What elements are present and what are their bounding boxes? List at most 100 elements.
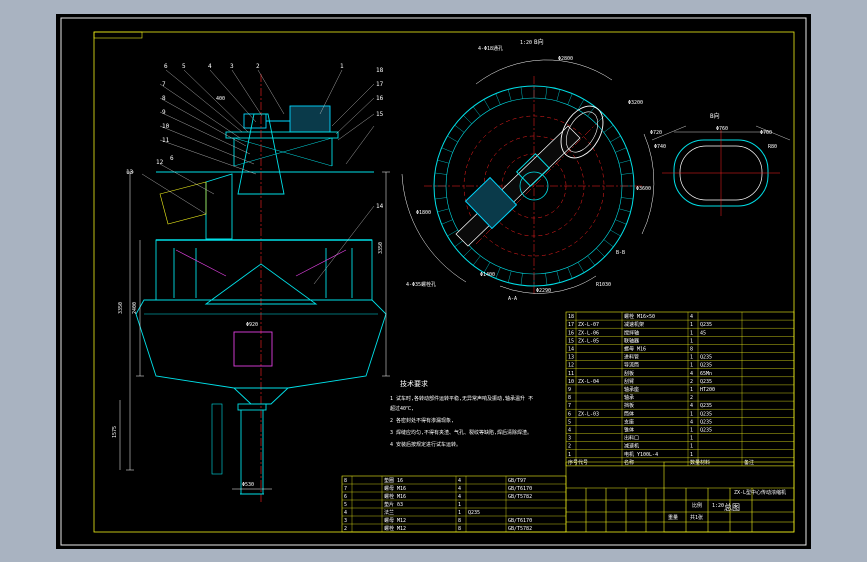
- annotation: B-B: [616, 250, 625, 256]
- annotation: Φ3200: [628, 100, 643, 106]
- radial-tick: [472, 255, 481, 266]
- table-cell: 1: [690, 436, 693, 442]
- annotation: Φ2290: [536, 288, 551, 294]
- table-cell: 15: [568, 338, 574, 344]
- table-cell: 65Mn: [700, 371, 712, 377]
- table-cell: 螺栓 M16×50: [624, 313, 655, 320]
- flange-dim: Φ530: [242, 482, 254, 488]
- table-cell: Q235: [700, 355, 712, 361]
- top-view: [401, 59, 655, 296]
- radial-tick: [587, 106, 596, 117]
- detail-view-labels: B向 Φ720 Φ760 Φ700 Φ740 R80: [650, 112, 777, 150]
- radial-tick: [441, 219, 453, 225]
- cone-height-dim: 2400: [132, 302, 138, 314]
- radial-tick: [483, 262, 491, 273]
- table-cell: 导流筒: [624, 362, 639, 369]
- radial-tick: [621, 172, 634, 175]
- tech-note-line: 1 试车时,各转动部件运转平稳,无异常声响及振动,轴承温升 不: [390, 395, 533, 402]
- table-cell: 名称: [624, 459, 634, 466]
- part-no-label: 3: [230, 63, 234, 70]
- radial-tick: [437, 159, 450, 164]
- annotation: Φ3600: [636, 186, 651, 192]
- table-cell: 支座: [624, 418, 634, 425]
- table-cell: 垫片 δ3: [384, 501, 403, 508]
- drawing-number: 总图: [724, 502, 740, 512]
- detail-dim: Φ760: [716, 126, 728, 132]
- table-cell: 13: [568, 355, 574, 361]
- annotation: R1030: [596, 282, 611, 288]
- title-block: [565, 461, 795, 533]
- table-cell: 1: [690, 338, 693, 344]
- detail-dim: R80: [768, 144, 777, 150]
- table-cell: ZX-L-04: [578, 379, 599, 385]
- front-view: [119, 69, 390, 504]
- part-no-label: 12: [156, 159, 164, 166]
- table-cell: 2: [690, 395, 693, 401]
- part-no-label: 14: [376, 203, 384, 210]
- table-cell: 序号: [568, 459, 578, 466]
- tech-note-line: 超过40℃,: [390, 405, 414, 412]
- radial-tick: [520, 273, 523, 286]
- table-cell: Q235: [700, 419, 712, 425]
- radial-tick: [447, 229, 458, 237]
- table-cell: 10: [568, 379, 574, 385]
- view-label: B向: [534, 38, 544, 46]
- table-cell: 11: [568, 371, 574, 377]
- table-cell: 2: [344, 526, 347, 532]
- cad-drawing-sheet[interactable]: 6 5 4 3 2 1 7 8 9 10 11 18 17 16 15 14 1…: [56, 14, 811, 549]
- radial-tick: [587, 255, 596, 266]
- table-cell: 减速机架: [624, 321, 644, 328]
- table-cell: 代号: [578, 459, 588, 466]
- feed-port: [560, 105, 604, 159]
- table-cell: 螺栓 M16: [384, 493, 406, 500]
- radial-tick: [567, 267, 573, 279]
- table-cell: 法兰: [384, 509, 394, 516]
- table-cell: GB/T5782: [508, 526, 532, 532]
- part-no-label: 6: [164, 63, 168, 70]
- radial-tick: [603, 239, 614, 248]
- table-cell: 螺母 M16: [624, 346, 646, 353]
- table-cell: 6: [568, 411, 571, 417]
- table-cell: 7: [344, 486, 347, 492]
- view-scale: 1:20: [520, 40, 532, 46]
- table-cell: 12: [568, 363, 574, 369]
- table-cell: 2: [690, 379, 693, 385]
- table-cell: 备注: [744, 459, 754, 466]
- table-cell: ZX-L-03: [578, 411, 599, 417]
- table-cell: 轴承座: [624, 386, 639, 393]
- radial-tick: [520, 86, 523, 99]
- table-cell: 1: [458, 510, 461, 516]
- radial-tick: [610, 229, 621, 237]
- annotation: A-A: [508, 296, 517, 302]
- front-view-part-numbers: 6 5 4 3 2 1 7 8 9 10 11 18 17 16 15 14 1…: [112, 63, 384, 488]
- table-cell: HT200: [700, 387, 715, 393]
- radial-tick: [472, 106, 481, 117]
- table-cell: GB/T6170: [508, 518, 532, 524]
- table-cell: 螺母 M12: [384, 517, 406, 524]
- annotation: Φ1800: [416, 210, 431, 216]
- table-cell: 刮臂: [624, 378, 634, 385]
- table-cell: 3: [344, 518, 347, 524]
- table-cell: 材料: [700, 459, 710, 466]
- part-no-label: 17: [376, 81, 384, 88]
- top-dim: 400: [216, 96, 225, 102]
- top-view-motor: [464, 176, 518, 230]
- table-cell: 轴承: [624, 394, 634, 401]
- tech-note-line: 2 各密封处不得有渗漏现象,: [390, 417, 454, 424]
- table-cell: 1: [690, 444, 693, 450]
- table-cell: 45: [700, 330, 706, 336]
- paper-background: [56, 14, 811, 549]
- table-cell: 5: [568, 419, 571, 425]
- table-cell: 1: [690, 387, 693, 393]
- table-cell: 减速机: [624, 443, 639, 450]
- table-cell: 17: [568, 322, 574, 328]
- table-cell: 14: [568, 347, 574, 353]
- radial-tick: [556, 89, 561, 102]
- part-no-label: 6: [170, 155, 174, 162]
- detail-view: [651, 125, 791, 216]
- table-cell: Q235: [700, 363, 712, 369]
- part-no-label: 18: [376, 67, 384, 74]
- radial-tick: [603, 124, 614, 133]
- table-cell: 8: [690, 347, 693, 353]
